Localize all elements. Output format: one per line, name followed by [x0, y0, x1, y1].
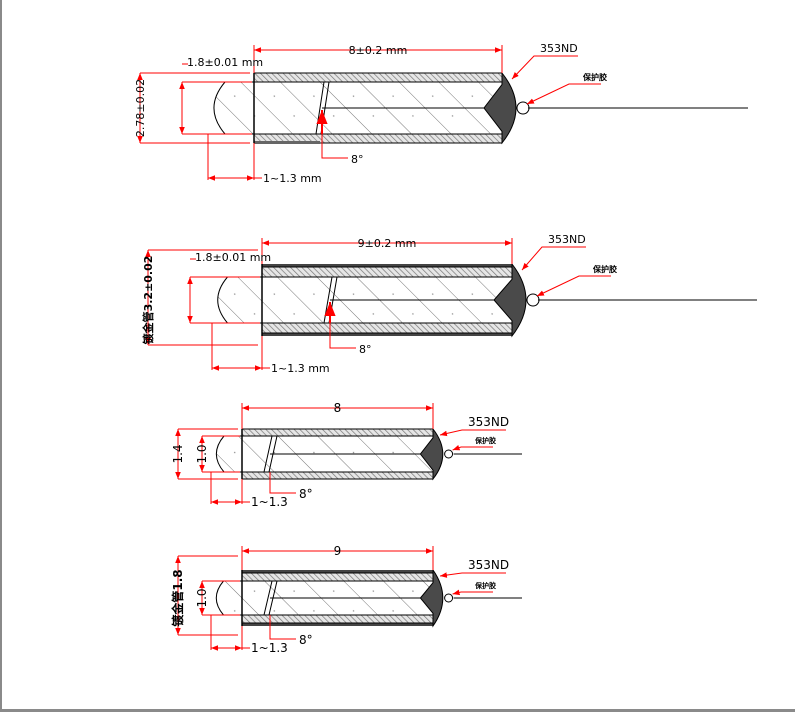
- tube-wall-bottom: [241, 614, 434, 624]
- protect-glue-label: 保护胶: [474, 436, 496, 445]
- insert-depth-label: 1~1.3 mm: [263, 172, 322, 185]
- angle-label: 8°: [299, 633, 313, 647]
- epoxy-cap: [419, 427, 444, 481]
- rod-diameter-label: 1.0: [195, 588, 209, 607]
- cap-label: 353ND: [468, 558, 509, 572]
- length-label: 8: [334, 401, 342, 415]
- angle-leader: [269, 615, 296, 640]
- gold-plating-top: [262, 264, 512, 267]
- tube-diameter-label: 镀金管3.2±0.02: [141, 256, 155, 345]
- tube-wall-top: [253, 72, 503, 83]
- epoxy-cap: [419, 568, 444, 628]
- angle-leader: [321, 124, 348, 159]
- angle-label: 8°: [359, 343, 372, 356]
- rod-diameter-label: 1.0: [195, 444, 209, 463]
- protect-glue-label: 保护胶: [592, 264, 617, 274]
- tube-dark-strip: [254, 141, 320, 144]
- length-label: 9±0.2 mm: [358, 237, 417, 250]
- probe-diagram-4: 9 1.0 镀金管1.8 1~1.3 8° 353ND 保护胶: [170, 544, 522, 655]
- protect-leader: [452, 589, 493, 596]
- break-line: [315, 81, 325, 135]
- cap-leader: [511, 55, 578, 80]
- protective-glue-bead: [444, 449, 454, 459]
- gold-plating-bottom: [242, 623, 433, 626]
- rod-diameter-label: 1.8±0.01 mm: [195, 251, 271, 264]
- protect-leader: [536, 275, 611, 297]
- length-label: 8±0.2 mm: [349, 44, 408, 57]
- probe-diagram-1: 8±0.2 mm 1.8±0.01 mm 2.78±0.02 1~1.3 mm 8° 35…: [134, 42, 748, 185]
- tube-wall-top: [241, 572, 434, 582]
- break-line: [263, 580, 273, 616]
- protect-leader: [452, 445, 493, 451]
- rod-diameter-label: 1.8±0.01 mm: [187, 56, 263, 69]
- tube-wall-top: [261, 266, 513, 278]
- cap-leader: [439, 429, 506, 437]
- cap-label: 353ND: [548, 233, 586, 246]
- cap-label: 353ND: [468, 415, 509, 429]
- cap-leader: [439, 572, 506, 578]
- cap-label: 353ND: [540, 42, 578, 55]
- angle-leader: [269, 472, 296, 494]
- angle-label: 8°: [299, 487, 313, 501]
- insert-depth-label: 1~1.3: [251, 641, 288, 655]
- tube-diameter-label: 镀金管1.8: [170, 569, 185, 626]
- probe-diagram-3: 8 1.0 1.4 1~1.3 8° 353ND 保护胶: [171, 401, 522, 509]
- gold-plating-top: [242, 570, 433, 573]
- angle-label: 8°: [351, 153, 364, 166]
- protect-glue-label: 保护胶: [474, 581, 496, 590]
- insert-depth-label: 1~1.3 mm: [271, 362, 330, 375]
- protect-glue-label: 保护胶: [582, 72, 607, 82]
- length-label: 9: [334, 544, 342, 558]
- tube-diameter-label: 1.4: [171, 444, 185, 463]
- gold-plating-bottom: [262, 333, 512, 336]
- probe-diagram-2: 9±0.2 mm 1.8±0.01 mm 镀金管3.2±0.02 1~1.3 mm 8°…: [141, 233, 757, 375]
- epoxy-cap: [493, 262, 527, 338]
- tube-wall-top: [241, 428, 434, 437]
- insert-depth-label: 1~1.3: [251, 495, 288, 509]
- angle-leader: [329, 313, 356, 349]
- tube-wall-bottom: [261, 322, 513, 334]
- tube-diameter-label: 2.78±0.02: [134, 79, 147, 137]
- protective-glue-bead: [444, 593, 454, 603]
- epoxy-cap: [483, 71, 517, 145]
- tube-wall-bottom: [241, 471, 434, 480]
- cap-leader: [521, 246, 586, 271]
- break-line: [263, 435, 273, 473]
- protect-leader: [526, 83, 601, 105]
